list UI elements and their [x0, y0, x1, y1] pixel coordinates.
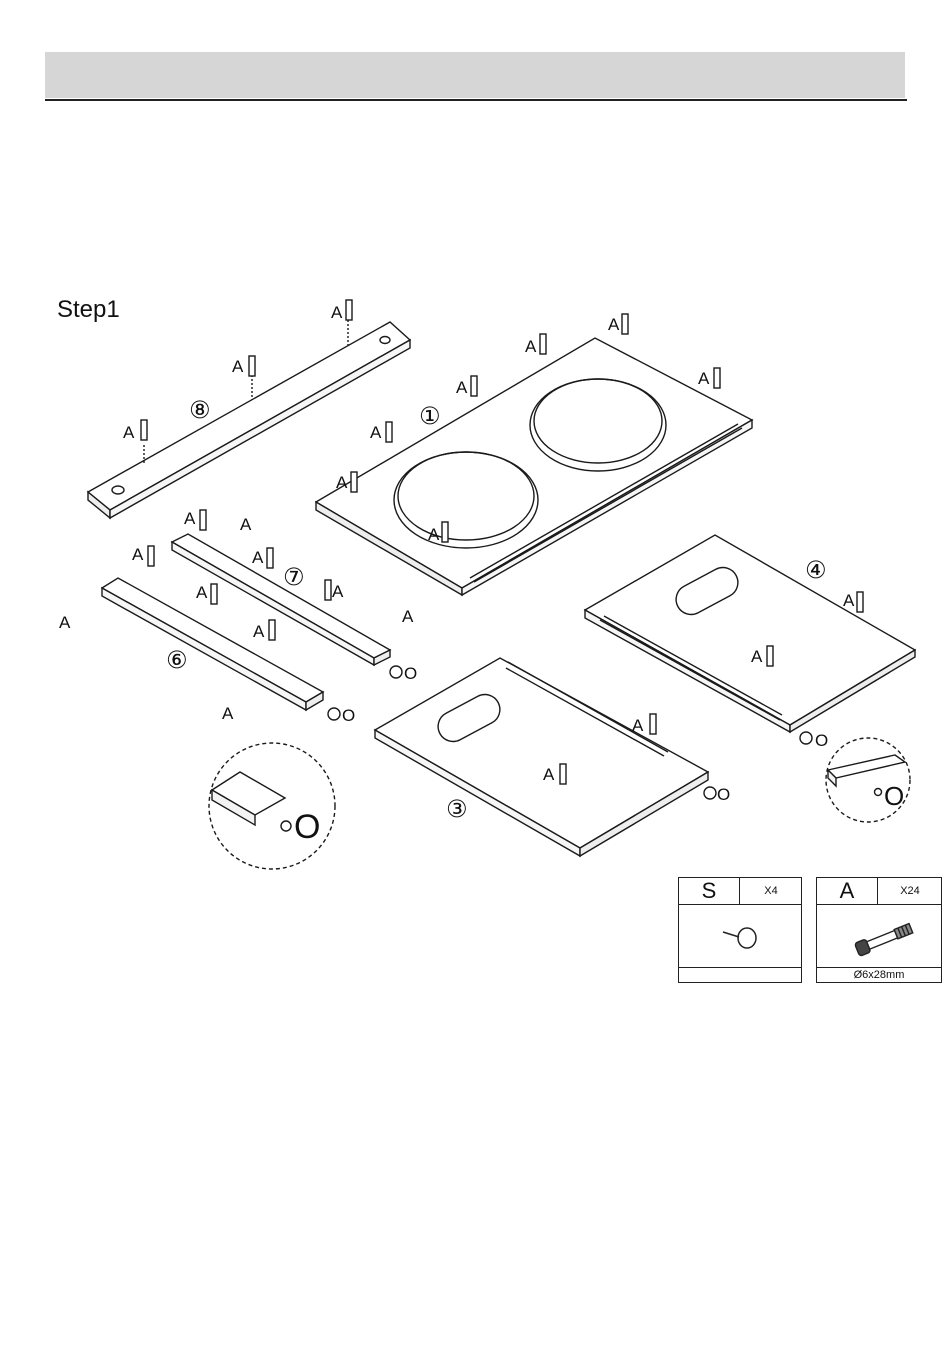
part-label-3: ③: [446, 796, 468, 823]
dowel-label: A: [543, 765, 555, 784]
dowel-label: A: [428, 525, 440, 544]
dowel-label: A: [632, 716, 644, 735]
hardware-box-a: A X24 Ø6x28mm: [816, 877, 942, 983]
hardware-qty: X24: [879, 878, 941, 904]
hardware-qty: X4: [741, 878, 801, 904]
dowel-label: A: [232, 357, 244, 376]
part-label-8: ⑧: [189, 397, 211, 424]
cam-label: O: [342, 706, 355, 725]
dowel-label: A: [336, 473, 348, 492]
dowel-label: A: [253, 622, 265, 641]
dowel-label: A: [252, 548, 264, 567]
cam-label: O: [404, 664, 417, 683]
hardware-spec: Ø6x28mm: [817, 967, 941, 982]
dowel-label: A: [456, 378, 468, 397]
hardware-letter: A: [817, 878, 878, 904]
dowel-label: A: [698, 369, 710, 388]
cam-label: O: [884, 781, 904, 811]
dowel-label: A: [59, 613, 71, 632]
detail-circle-left: [209, 743, 335, 869]
part-label-4: ④: [805, 557, 827, 584]
hardware-letter: S: [679, 878, 740, 904]
dowel-label: A: [402, 607, 414, 626]
part-label-7: ⑦: [283, 564, 305, 591]
dowel-label: A: [123, 423, 135, 442]
dowel-label: A: [132, 545, 144, 564]
hardware-box-s: S X4: [678, 877, 802, 983]
cam-label: O: [294, 808, 320, 846]
dowel-screw-icon: [817, 906, 941, 966]
dowel-label: A: [196, 583, 208, 602]
dowel-label: A: [608, 315, 620, 334]
dowel-label: A: [525, 337, 537, 356]
dowel-label: A: [331, 303, 343, 322]
part-3-bottom-panel: [375, 658, 708, 856]
part-label-6: ⑥: [166, 647, 188, 674]
dowel-label: A: [751, 647, 763, 666]
dowel-label: A: [332, 582, 344, 601]
pin-icon: [679, 906, 801, 966]
cam-label: O: [815, 731, 828, 750]
part-4-side-panel: [585, 535, 915, 732]
dowel-label: A: [222, 704, 234, 723]
dowel-label: A: [240, 515, 252, 534]
part-label-1: ①: [419, 403, 441, 430]
dowel-label: A: [843, 591, 855, 610]
cam-label: O: [717, 785, 730, 804]
dowel-label: A: [184, 509, 196, 528]
dowel-label: A: [370, 423, 382, 442]
hardware-spec: [679, 967, 801, 982]
